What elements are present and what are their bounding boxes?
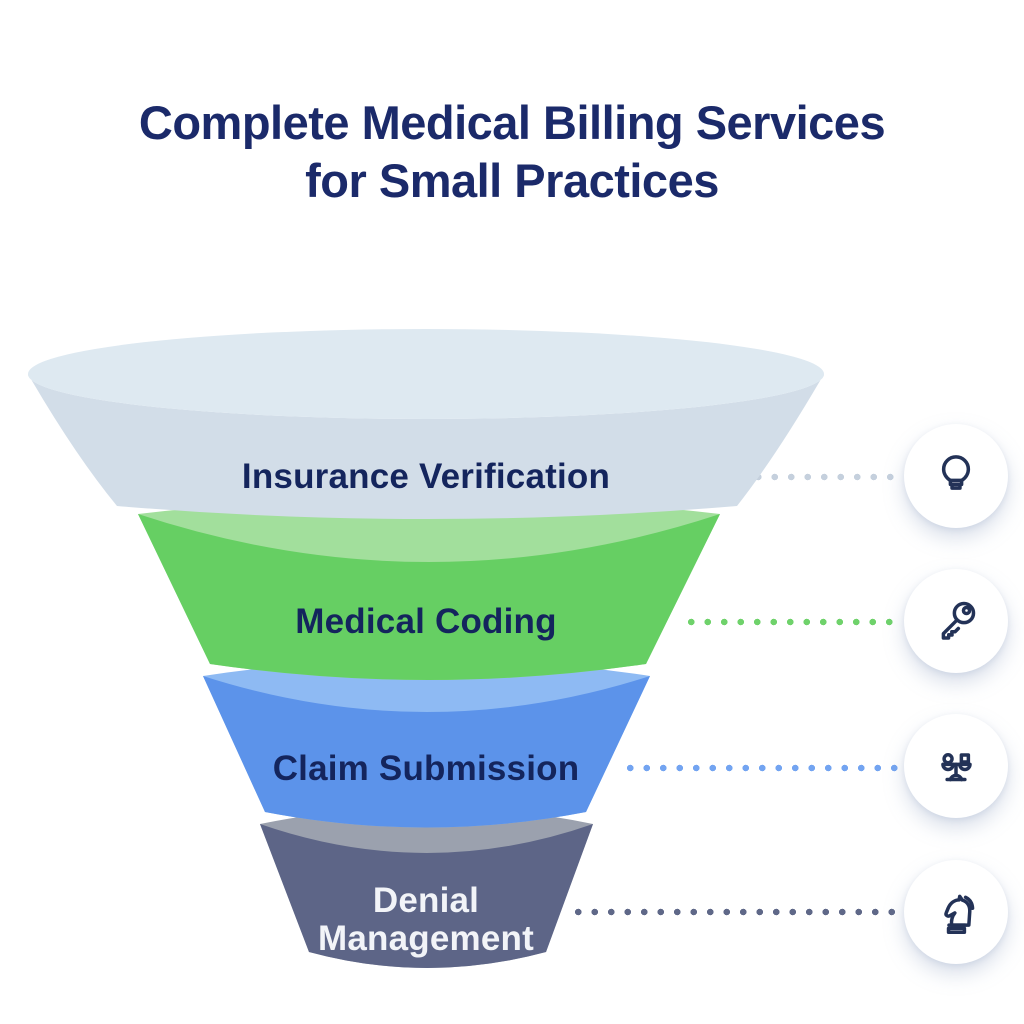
balance-scale-icon	[941, 753, 972, 782]
connector-dots-claim-submission	[622, 764, 900, 772]
connector-dots-medical-coding	[683, 618, 900, 626]
badge-claim-submission	[904, 714, 1008, 818]
chess-knight-icon	[944, 894, 975, 935]
page-title: Complete Medical Billing Services for Sm…	[0, 94, 1024, 210]
page-title-line2: for Small Practices	[305, 154, 719, 207]
funnel-stage-denial-management	[260, 807, 593, 968]
connector-dots-insurance-verification	[750, 473, 900, 481]
stage-label-claim-submission: Claim Submission	[272, 749, 580, 788]
connector-dots-denial-management	[570, 908, 900, 916]
key-icon	[941, 601, 976, 640]
badge-insurance-verification	[904, 424, 1008, 528]
badge-denial-management	[904, 860, 1008, 964]
stage-label-medical-coding: Medical Coding	[295, 602, 557, 641]
funnel-stage-insurance-verification	[28, 329, 824, 519]
stage-label-denial-management: Denial Management	[318, 881, 534, 958]
stage-label-insurance-verification: Insurance Verification	[241, 457, 611, 496]
badge-medical-coding	[904, 569, 1008, 673]
page-title-line1: Complete Medical Billing Services	[138, 96, 886, 149]
lightbulb-icon	[941, 455, 971, 490]
funnel-stage-medical-coding	[138, 497, 720, 680]
funnel-stage-claim-submission	[203, 659, 650, 828]
